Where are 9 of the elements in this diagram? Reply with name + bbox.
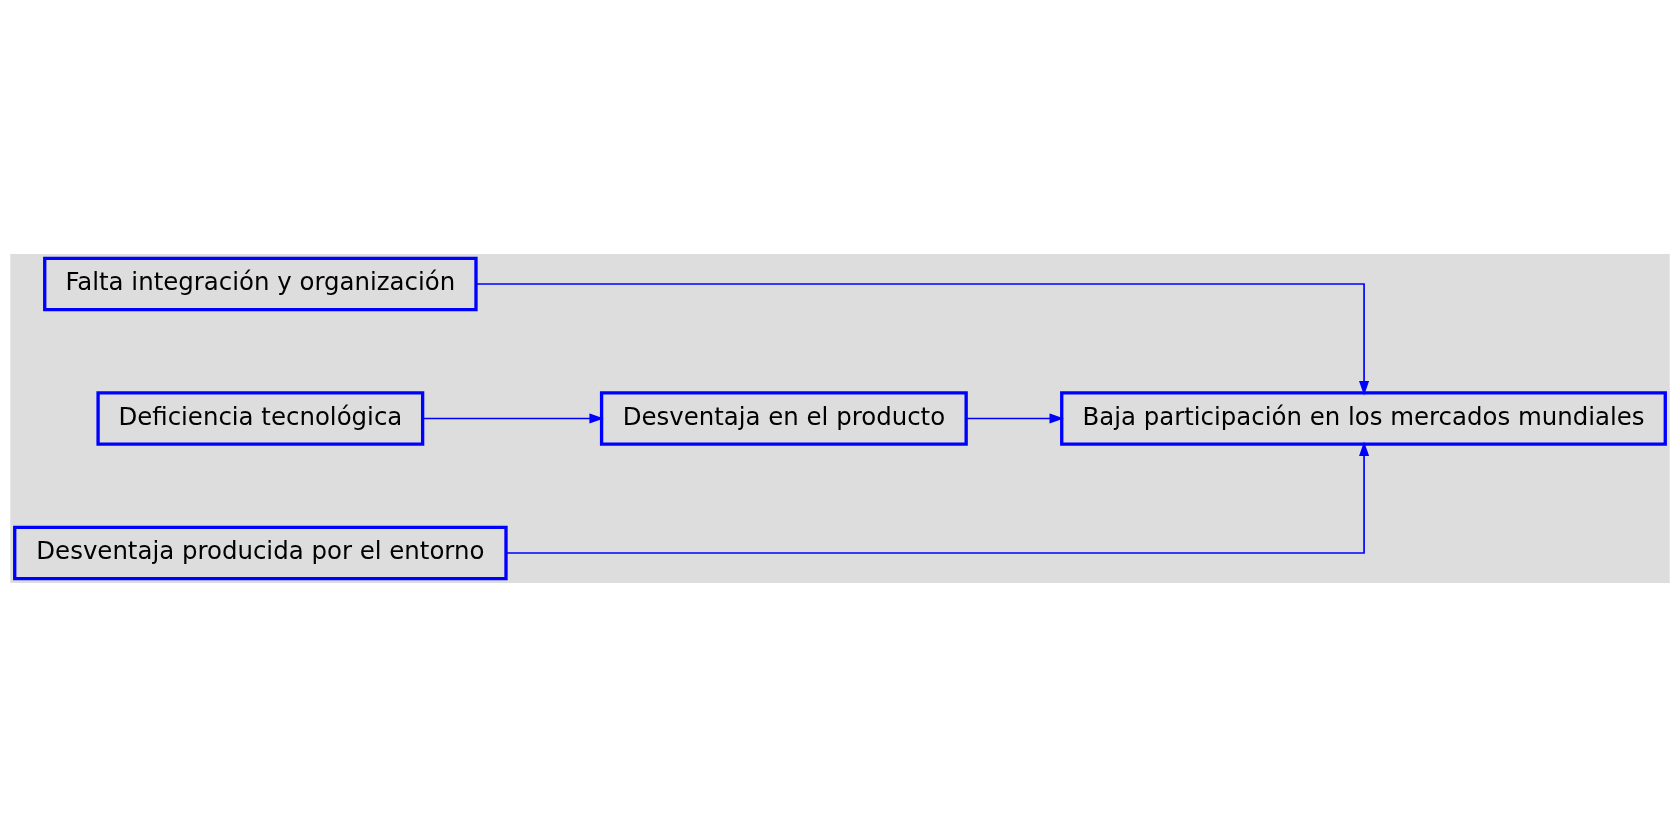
node-box: Desventaja producida por el entorno <box>13 525 508 580</box>
arrow <box>965 412 1064 424</box>
node-box: Deficiencia tecnológica <box>96 390 425 446</box>
node-box: Baja participación en los mercados mundiales <box>1060 390 1667 446</box>
arrow <box>505 441 1370 554</box>
arrow <box>421 412 604 424</box>
node-box: Desventaja en el producto <box>599 390 968 446</box>
arrow <box>475 282 1370 395</box>
node-box: Falta integración y organización <box>43 256 478 311</box>
